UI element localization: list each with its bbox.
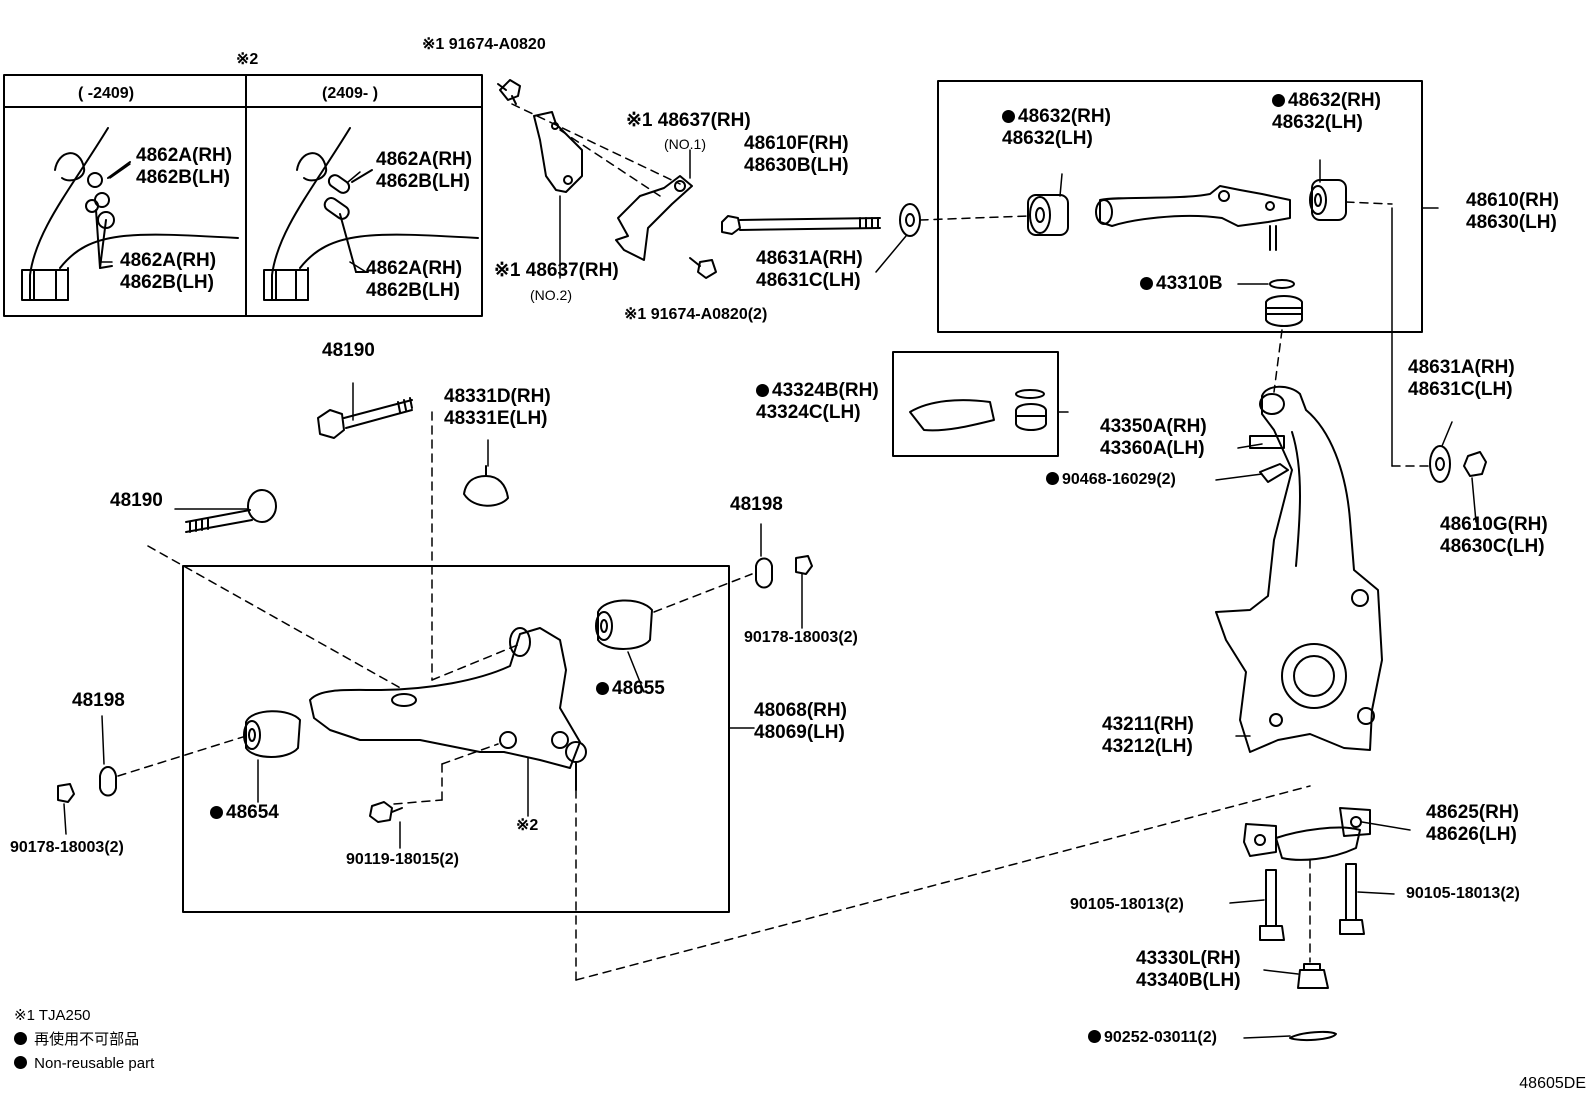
label-43310B: 43310B [1140,273,1223,295]
non-reusable-dot-icon [1272,94,1285,107]
label-90468: 90468-16029(2) [1046,470,1176,490]
label-48068: 48068(RH) 48069(LH) [754,700,847,743]
dashed-lines [117,103,1431,981]
inset-col2-label-a: 4862A(RH) 4862B(LH) [376,149,473,192]
inset-col1-label-b: 4862A(RH) 4862B(LH) [120,250,217,293]
non-reusable-dot-icon [1002,110,1015,123]
inset-box [3,74,483,317]
upper-arm-box [937,80,1423,333]
legend-note2-en: Non-reusable part [14,1052,154,1076]
label-48631A-right: 48631A(RH) 48631C(LH) [1408,357,1515,400]
inset-col1-header: ( -2409) [78,85,135,102]
inset-col1-label-a: 4862A(RH) 4862B(LH) [136,145,233,188]
non-reusable-dot-icon [1046,472,1059,485]
label-48637-no2: ※1 48637(RH) [494,260,619,281]
boot-kit-box [892,351,1059,457]
label-90105-right: 90105-18013(2) [1406,885,1520,902]
label-48198-top: 48198 [730,494,783,515]
caliper-brackets [1243,807,1371,1042]
label-48190-top: 48190 [322,340,375,361]
non-reusable-dot-icon [756,384,769,397]
upper-brackets [497,79,921,279]
label-48637-no2-sub: (NO.2) [530,287,572,303]
inset-col2-label-b: 4862A(RH) 4862B(LH) [366,258,463,301]
label-48610F: 48610F(RH) 48630B(LH) [744,133,849,176]
label-mark2: ※2 [516,817,539,834]
lower-bolts [185,397,509,533]
label-43211: 43211(RH) 43212(LH) [1102,714,1194,757]
steering-knuckle [1215,385,1383,753]
label-91674-top: ※1 91674-A0820 [422,36,546,53]
label-43324: 43324B(RH) 43324C(LH) [756,380,879,423]
legend-note2-jp: 再使用不可部品 [14,1028,154,1052]
label-48632-left: 48632(RH) 48632(LH) [1002,106,1111,149]
right-nut [1429,445,1487,483]
label-48610G: 48610G(RH) 48630C(LH) [1440,514,1548,557]
legend-note1: ※1 TJA250 [14,1007,91,1024]
label-90178-left: 90178-18003(2) [10,839,124,856]
label-48637-no1-sub: (NO.1) [664,136,706,152]
non-reusable-dot-icon [1088,1030,1101,1043]
legend-dot-icon [14,1056,27,1069]
label-90178-right: 90178-18003(2) [744,629,858,646]
label-90119: 90119-18015(2) [346,851,459,868]
label-48198-left: 48198 [72,690,125,711]
label-90252: 90252-03011(2) [1088,1028,1217,1048]
label-48331: 48331D(RH) 48331E(LH) [444,386,551,429]
label-48654: 48654 [210,802,279,824]
label-48631A-top: 48631A(RH) 48631C(LH) [756,248,863,291]
label-48190-left: 48190 [110,490,163,511]
label-90105-left: 90105-18013(2) [1070,896,1184,913]
label-48655: 48655 [596,678,665,700]
legend: ※1 TJA250 再使用不可部品 Non-reusable part [14,1004,154,1076]
non-reusable-dot-icon [596,682,609,695]
non-reusable-dot-icon [210,806,223,819]
label-48625: 48625(RH) 48626(LH) [1426,802,1519,845]
label-43330L: 43330L(RH) 43340B(LH) [1136,948,1241,991]
inset-marker: ※2 [236,51,259,68]
label-48610-right: 48610(RH) 48630(LH) [1466,190,1559,233]
leader-lines [63,149,1477,1039]
legend-dot-icon [14,1032,27,1045]
inset-col2-header: (2409- ) [322,85,379,102]
label-43350: 43350A(RH) 43360A(LH) [1100,416,1207,459]
label-48632-right: 48632(RH) 48632(LH) [1272,90,1381,133]
diagram-code: 48605DE [1519,1075,1586,1092]
non-reusable-dot-icon [1140,277,1153,290]
label-48637-no1: ※1 48637(RH) [626,110,751,131]
label-91674-bottom: ※1 91674-A0820(2) [624,306,768,323]
